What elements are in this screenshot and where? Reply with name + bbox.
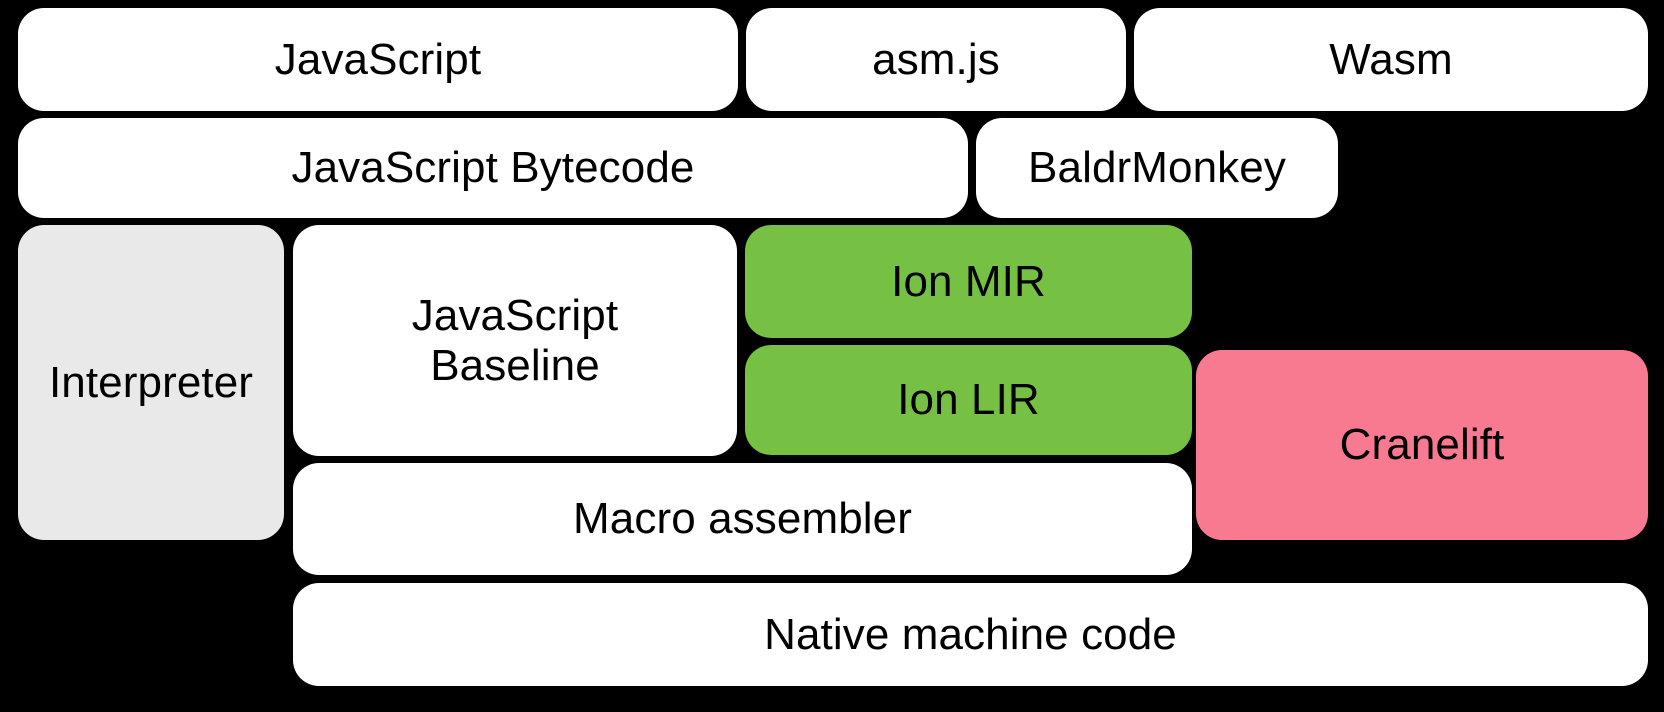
node-macro-assembler[interactable]: Macro assembler bbox=[293, 463, 1192, 575]
node-interpreter[interactable]: Interpreter bbox=[18, 225, 284, 540]
node-ion-mir[interactable]: Ion MIR bbox=[745, 225, 1192, 338]
node-ion-lir[interactable]: Ion LIR bbox=[745, 345, 1192, 455]
node-wasm[interactable]: Wasm bbox=[1134, 8, 1648, 111]
node-asm-js[interactable]: asm.js bbox=[746, 8, 1126, 111]
node-native-machine-code[interactable]: Native machine code bbox=[293, 583, 1648, 686]
node-baldrmonkey[interactable]: BaldrMonkey bbox=[976, 118, 1338, 218]
node-javascript-baseline[interactable]: JavaScript Baseline bbox=[293, 225, 737, 456]
node-javascript[interactable]: JavaScript bbox=[18, 8, 738, 111]
node-javascript-bytecode[interactable]: JavaScript Bytecode bbox=[18, 118, 968, 218]
node-cranelift[interactable]: Cranelift bbox=[1196, 350, 1648, 540]
